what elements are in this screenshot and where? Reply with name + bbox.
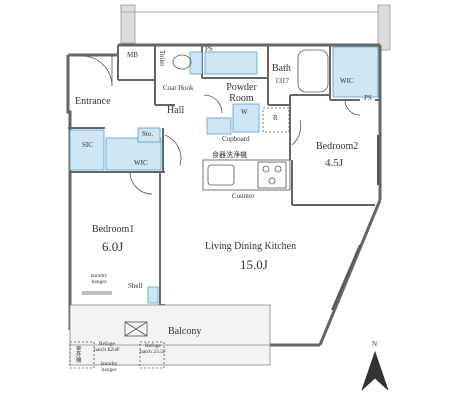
ps-top-label: PS (205, 45, 213, 53)
ac-unit-label: 室外機 (74, 346, 81, 363)
ldk-label: Living Dining Kitchen (205, 241, 297, 252)
compass-icon (361, 350, 389, 391)
powder-storage (204, 51, 258, 75)
cupboard-label: Cupboard (222, 135, 250, 143)
ac-unit (124, 321, 148, 337)
bath-label: Bath (272, 63, 291, 74)
wic-mid-storage (105, 137, 162, 171)
stove (257, 161, 287, 189)
counter-label: Counter (232, 192, 255, 200)
powder-room-label: Powder Room (226, 82, 257, 104)
shelf-label: Shelf (128, 282, 143, 290)
refuge-hatch-2 (139, 341, 165, 369)
entrance-label: Entrance (75, 96, 111, 107)
ldk-area: 15.0J (240, 257, 268, 272)
bath-size-label: 1317 (275, 77, 289, 85)
coat-hook-label: Coat Hook (163, 84, 194, 92)
balcony-label: Balcony (168, 326, 202, 337)
laundry-hanger-label: laundry hanger (90, 273, 108, 285)
wic-mid-label: WIC (134, 159, 148, 167)
outer-frame-top (120, 5, 379, 13)
mb-label: MB (127, 51, 138, 59)
kitchen-sink (207, 164, 235, 186)
bedroom1-door (129, 171, 153, 195)
wic-top-door (344, 99, 361, 116)
top-left-column (120, 4, 136, 44)
wic-top-storage (332, 46, 379, 98)
sto-storage (137, 127, 161, 143)
toilet-label: Toilet (158, 50, 166, 67)
compass-label: N (372, 340, 378, 348)
refuge-hatch-2-label: Refuge hatch 23.5F (140, 343, 166, 355)
washer-label: W (241, 108, 248, 116)
sic-storage (69, 129, 105, 171)
cupboard-storage (206, 117, 232, 135)
bathtub (297, 49, 329, 93)
storage-label: Sto. (142, 130, 154, 138)
sic-label: SIC (82, 141, 93, 149)
entrance-door (81, 55, 113, 87)
washer-space (232, 103, 260, 133)
bedroom2-label: Bedroom2 (316, 141, 359, 152)
balcony-floor (69, 304, 271, 366)
fridge-space (262, 107, 290, 133)
ps-right-label: PS (364, 94, 372, 102)
top-right-column (377, 4, 391, 51)
bedroom2-door (291, 119, 302, 146)
dishwasher-label: 食器洗浄機 (212, 151, 247, 159)
fridge-label: R (273, 114, 278, 122)
ldk-diagonal-window (331, 244, 361, 311)
shelf-storage (147, 286, 159, 304)
toilet-storage (189, 51, 203, 75)
hall-door (164, 134, 182, 166)
bedroom2-area: 4.5J (325, 157, 344, 169)
laundry-hanger-2-label: laundry hanger (100, 361, 118, 373)
bedroom1-area: 6.0J (102, 239, 124, 254)
outer-walls (66, 43, 382, 347)
kitchen-counter (202, 159, 291, 191)
refuge-hatch-1-label: Refuge hatch EZ4F (94, 341, 120, 353)
wic-top-label: WIC (340, 77, 354, 85)
hall-label: Hall (167, 105, 185, 116)
refuge-hatch-1 (69, 341, 95, 369)
bedroom1-label: Bedroom1 (92, 224, 135, 235)
toilet-bowl (172, 54, 192, 70)
powder-door (203, 94, 223, 114)
